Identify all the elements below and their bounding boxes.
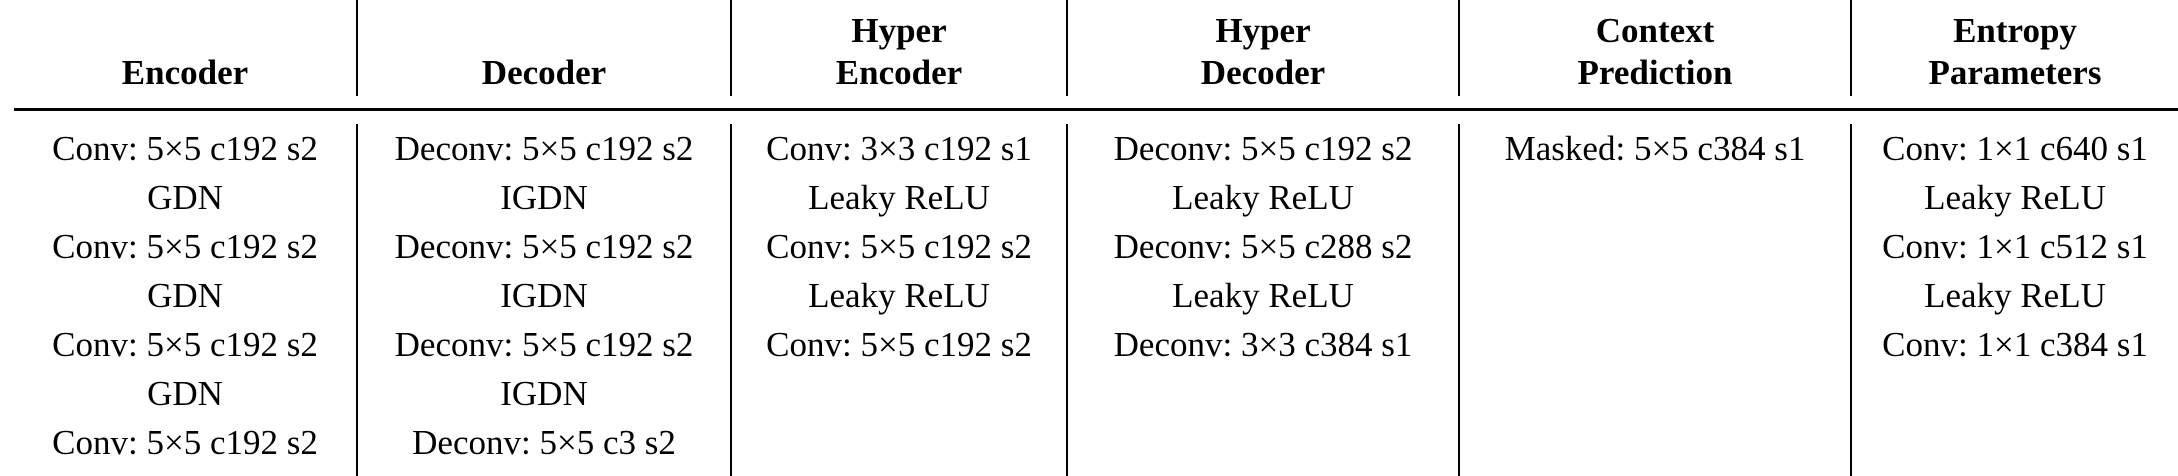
layer-cell: Deconv: 3×3 c384 s1 bbox=[1113, 325, 1413, 364]
layer-cell: Conv: 5×5 c192 s2 bbox=[52, 227, 318, 266]
header-decoder: Decoder bbox=[358, 0, 730, 108]
architecture-table: Encoder Decoder Hyper Encoder Hyper Deco… bbox=[14, 0, 2178, 476]
layer-cell: Conv: 3×3 c192 s1 bbox=[766, 129, 1032, 168]
layer-cell: Deconv: 5×5 c192 s2 bbox=[1113, 129, 1413, 168]
layer-cell: GDN bbox=[147, 178, 223, 217]
layer-cell: Deconv: 5×5 c192 s2 bbox=[394, 129, 694, 168]
layer-cell: Conv: 5×5 c192 s2 bbox=[52, 325, 318, 364]
table-header: Encoder Decoder Hyper Encoder Hyper Deco… bbox=[14, 0, 2178, 108]
column-divider bbox=[1850, 0, 1852, 96]
column-divider bbox=[1066, 0, 1068, 96]
column-entropy-parameters: Conv: 1×1 c640 s1 Leaky ReLU Conv: 1×1 c… bbox=[1852, 124, 2178, 369]
layer-cell: Leaky ReLU bbox=[1924, 276, 2106, 315]
layer-cell: Deconv: 5×5 c288 s2 bbox=[1113, 227, 1413, 266]
layer-cell: Leaky ReLU bbox=[1172, 178, 1354, 217]
layer-cell: GDN bbox=[147, 374, 223, 413]
column-hyper-encoder: Conv: 3×3 c192 s1 Leaky ReLU Conv: 5×5 c… bbox=[732, 124, 1066, 369]
column-divider bbox=[1458, 0, 1460, 96]
layer-cell: Leaky ReLU bbox=[1172, 276, 1354, 315]
header-entropy-parameters: Entropy Parameters bbox=[1852, 0, 2178, 108]
header-line-2: Decoder bbox=[1200, 53, 1326, 92]
header-line-2: Encoder bbox=[121, 53, 249, 92]
header-line-1: Hyper bbox=[1215, 11, 1311, 50]
header-encoder: Encoder bbox=[14, 0, 356, 108]
layer-cell: Conv: 1×1 c640 s1 bbox=[1882, 129, 2148, 168]
header-rule bbox=[14, 108, 2178, 111]
layer-cell: Conv: 1×1 c512 s1 bbox=[1882, 227, 2148, 266]
layer-cell: Leaky ReLU bbox=[1924, 178, 2106, 217]
layer-cell: Deconv: 5×5 c192 s2 bbox=[394, 227, 694, 266]
column-divider bbox=[1458, 124, 1460, 476]
layer-cell: Leaky ReLU bbox=[808, 178, 990, 217]
column-divider bbox=[730, 0, 732, 96]
layer-cell: Masked: 5×5 c384 s1 bbox=[1504, 129, 1806, 168]
header-line-1: Entropy bbox=[1953, 11, 2077, 50]
column-decoder: Deconv: 5×5 c192 s2 IGDN Deconv: 5×5 c19… bbox=[358, 124, 730, 467]
header-line-2: Decoder bbox=[481, 53, 607, 92]
header-line-1: Hyper bbox=[851, 11, 947, 50]
layer-cell: Conv: 5×5 c192 s2 bbox=[52, 129, 318, 168]
column-divider bbox=[356, 0, 358, 96]
column-divider bbox=[730, 124, 732, 476]
header-hyper-encoder: Hyper Encoder bbox=[732, 0, 1066, 108]
column-encoder: Conv: 5×5 c192 s2 GDN Conv: 5×5 c192 s2 … bbox=[14, 124, 356, 467]
column-context-prediction: Masked: 5×5 c384 s1 bbox=[1460, 124, 1850, 173]
column-divider bbox=[1066, 124, 1068, 476]
column-divider bbox=[356, 124, 358, 476]
layer-cell: Conv: 5×5 c192 s2 bbox=[52, 423, 318, 462]
header-line-2: Prediction bbox=[1577, 53, 1733, 92]
layer-cell: IGDN bbox=[500, 276, 588, 315]
layer-cell: GDN bbox=[147, 276, 223, 315]
header-line-2: Encoder bbox=[835, 53, 963, 92]
layer-cell: Deconv: 5×5 c192 s2 bbox=[394, 325, 694, 364]
layer-cell: Conv: 5×5 c192 s2 bbox=[766, 227, 1032, 266]
layer-cell: Conv: 5×5 c192 s2 bbox=[766, 325, 1032, 364]
header-context-prediction: Context Prediction bbox=[1460, 0, 1850, 108]
column-hyper-decoder: Deconv: 5×5 c192 s2 Leaky ReLU Deconv: 5… bbox=[1068, 124, 1458, 369]
column-divider bbox=[1850, 124, 1852, 476]
header-hyper-decoder: Hyper Decoder bbox=[1068, 0, 1458, 108]
layer-cell: IGDN bbox=[500, 374, 588, 413]
layer-cell: Deconv: 5×5 c3 s2 bbox=[412, 423, 676, 462]
header-line-2: Parameters bbox=[1928, 53, 2102, 92]
layer-cell: Conv: 1×1 c384 s1 bbox=[1882, 325, 2148, 364]
layer-cell: IGDN bbox=[500, 178, 588, 217]
layer-cell: Leaky ReLU bbox=[808, 276, 990, 315]
header-line-1: Context bbox=[1595, 11, 1715, 50]
